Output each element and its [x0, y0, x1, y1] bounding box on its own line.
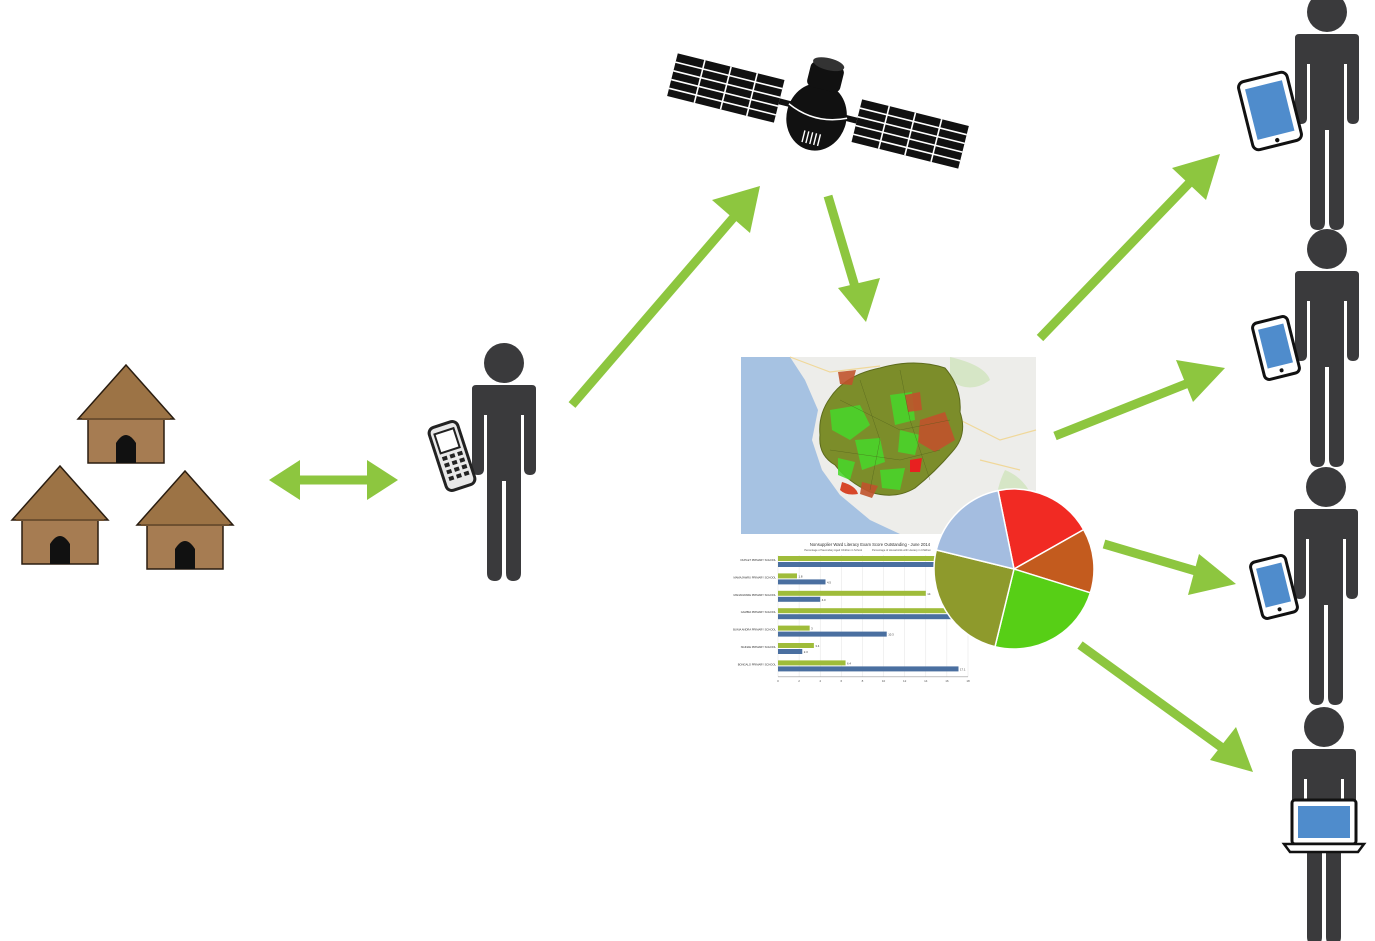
user-2-person-icon [1295, 229, 1359, 467]
chart-row-label: MAMAJAWRU PRIMARY SCHOOL [733, 575, 776, 579]
pie-slice [933, 549, 1015, 648]
chart-x-tick: 8 [862, 679, 864, 683]
pie-chart [933, 488, 1095, 650]
chart-data-label: 1.8 [799, 574, 803, 578]
chart-bar [778, 649, 803, 654]
chart-row-label: NGINAE PRIMARY SCHOOL [741, 645, 777, 649]
chart-bar [778, 608, 968, 614]
smartphone-icon [1251, 315, 1301, 381]
chart-row-label: GAMBIA PRIMARY SCHOOL [741, 610, 777, 614]
laptop-icon [1281, 798, 1367, 854]
chart-x-tick: 4 [819, 679, 821, 683]
chart-row-labels: DUPLET PRIMARY SCHOOL MAMAJAWRU PRIMARY S… [733, 558, 776, 666]
user-3-person-icon [1294, 467, 1358, 705]
mobile-phone-icon [427, 420, 477, 492]
chart-row-label: DUPLET PRIMARY SCHOOL [740, 558, 776, 562]
chart-data-label: 14 [927, 592, 931, 596]
chart-bar [778, 614, 968, 620]
chart-x-tick: 2 [798, 679, 800, 683]
chart-x-tick: 14 [924, 679, 928, 683]
chart-row-label: MANAKWARE PRIMARY SCHOOL [733, 593, 776, 597]
arrow-to-user-1 [1036, 154, 1220, 342]
chart-x-tick: 0 [777, 679, 779, 683]
chart-row-label: BONGALO PRIMARY SCHOOL [738, 662, 777, 666]
chart-bar [778, 596, 821, 602]
arrow-to-user-3 [1102, 539, 1236, 595]
chart-bar [778, 631, 887, 637]
chart-title: Nonsupplier Ward Literacy Exam Score Out… [810, 542, 931, 547]
chart-data-label: 3.4 [815, 644, 819, 648]
chart-bar [778, 562, 968, 567]
chart-bar [778, 643, 814, 648]
pie-slice [997, 488, 1085, 571]
chart-bar [778, 579, 826, 585]
tablet-icon [1237, 70, 1303, 152]
village-huts-icon [11, 364, 234, 570]
chart-data-label: 4.0 [822, 598, 826, 602]
pie-slice [1012, 528, 1095, 594]
chart-bar [778, 573, 797, 579]
field-worker-person-icon [472, 343, 536, 581]
smartphone-icon [1249, 554, 1299, 620]
chart-data-label: 6.4 [847, 661, 851, 665]
chart-data-label: 10.3 [888, 633, 894, 637]
chart-x-ticks: 0 2 4 6 8 10 12 14 16 18 [777, 676, 970, 683]
arrow-to-user-4 [1077, 641, 1253, 772]
pie-slice [994, 568, 1092, 650]
chart-x-tick: 6 [840, 679, 842, 683]
chart-data-label: 17.1 [960, 667, 966, 671]
user-1-person-icon [1295, 0, 1359, 230]
double-arrow [269, 460, 398, 500]
chart-x-tick: 16 [945, 679, 949, 683]
chart-row-label: BUNIA ANDRA PRIMARY SCHOOL [733, 628, 776, 632]
chart-bar [778, 660, 846, 666]
chart-bar [778, 666, 959, 672]
chart-bar [778, 590, 926, 596]
arrow-to-dashboard [823, 194, 880, 322]
chart-bar [778, 556, 968, 561]
arrow-to-user-2 [1053, 360, 1225, 441]
chart-legend-1: Percentage of Households with Literacy i… [872, 548, 931, 552]
chart-data-label: 2.3 [804, 650, 808, 654]
chart-legend-0: Percentage of Secondary Aged Children in… [804, 548, 862, 552]
chart-data-label: 3 [811, 627, 813, 631]
pie-slice [935, 489, 1015, 571]
chart-x-tick: 18 [966, 679, 970, 683]
chart-bar [778, 625, 810, 631]
chart-x-tick: 10 [882, 679, 886, 683]
chart-x-tick: 12 [903, 679, 907, 683]
satellite-icon [667, 53, 969, 169]
arrow-to-satellite [568, 186, 760, 408]
chart-data-label: 4.5 [827, 580, 831, 584]
